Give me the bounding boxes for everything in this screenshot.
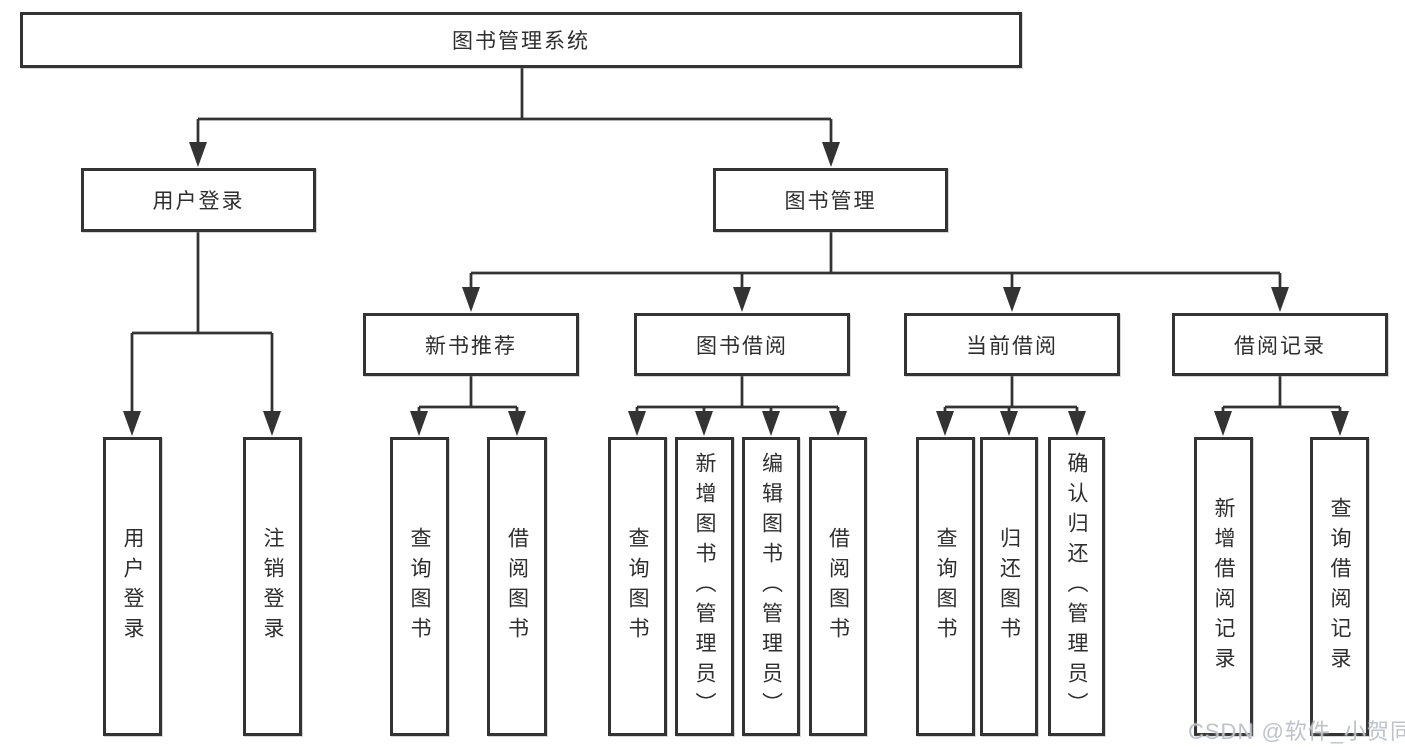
leaf-label: 借阅图书 bbox=[505, 526, 529, 647]
leaf-label: 新增图书（管理员） bbox=[693, 451, 716, 722]
leaf-label: 确认归还（管理员） bbox=[1065, 451, 1088, 722]
arrow-down-icon bbox=[189, 142, 207, 167]
leaf-borrow-books: 借阅图书 bbox=[809, 437, 867, 736]
leaf-label: 编辑图书（管理员） bbox=[759, 451, 783, 722]
leaf-label: 查询图书 bbox=[934, 526, 957, 647]
leaf-label: 查询图书 bbox=[626, 526, 649, 647]
arrow-down-icon bbox=[1000, 411, 1018, 436]
leaf-edit-books-admin: 编辑图书（管理员） bbox=[742, 437, 800, 736]
arrow-down-icon bbox=[263, 411, 281, 436]
leaf-user-login: 用户登录 bbox=[103, 437, 162, 736]
leaf-query-books-current: 查询图书 bbox=[916, 437, 975, 736]
leaf-return-books: 归还图书 bbox=[980, 437, 1038, 736]
leaf-query-books-recommend: 查询图书 bbox=[390, 437, 449, 736]
arrow-down-icon bbox=[1331, 411, 1349, 436]
arrow-down-icon bbox=[410, 411, 428, 436]
node-current-borrowing: 当前借阅 bbox=[904, 313, 1120, 376]
arrow-down-icon bbox=[822, 142, 840, 167]
connector-paths bbox=[130, 68, 1342, 412]
leaf-label: 借阅图书 bbox=[826, 526, 850, 647]
arrow-down-icon bbox=[695, 411, 713, 436]
leaf-label: 用户登录 bbox=[121, 526, 144, 647]
leaf-label: 注销登录 bbox=[261, 526, 284, 647]
leaf-label: 新增借阅记录 bbox=[1212, 496, 1235, 677]
arrow-down-icon bbox=[628, 411, 646, 436]
node-book-borrowing: 图书借阅 bbox=[634, 313, 850, 376]
arrow-down-icon bbox=[829, 411, 847, 436]
node-borrowing-records: 借阅记录 bbox=[1172, 313, 1388, 376]
leaf-logout: 注销登录 bbox=[243, 437, 302, 736]
arrow-down-icon bbox=[936, 411, 954, 436]
arrow-down-icon bbox=[1214, 411, 1232, 436]
leaf-label: 查询图书 bbox=[408, 526, 431, 647]
leaf-confirm-return-admin: 确认归还（管理员） bbox=[1048, 437, 1105, 736]
node-new-book-recommendation: 新书推荐 bbox=[363, 313, 579, 376]
watermark: CSDN @软件_小贺同学 bbox=[1188, 719, 1405, 744]
leaf-add-borrow-record: 新增借阅记录 bbox=[1194, 437, 1253, 736]
node-library-management-system: 图书管理系统 bbox=[20, 12, 1022, 68]
arrow-down-icon bbox=[1003, 287, 1021, 312]
leaf-query-books-borrow: 查询图书 bbox=[608, 437, 667, 736]
arrow-down-icon bbox=[1068, 411, 1086, 436]
arrow-down-icon bbox=[462, 287, 480, 312]
arrow-down-icon bbox=[508, 411, 526, 436]
node-book-management: 图书管理 bbox=[713, 168, 948, 232]
arrow-down-icon bbox=[762, 411, 780, 436]
leaf-label: 查询借阅记录 bbox=[1328, 496, 1351, 677]
leaf-query-borrow-record: 查询借阅记录 bbox=[1310, 437, 1369, 736]
leaf-add-books-admin: 新增图书（管理员） bbox=[675, 437, 734, 736]
arrow-down-icon bbox=[1271, 287, 1289, 312]
arrow-down-icon bbox=[733, 287, 751, 312]
leaf-borrow-books-recommend: 借阅图书 bbox=[487, 437, 547, 736]
connector-arrowheads bbox=[123, 142, 1349, 436]
leaf-label: 归还图书 bbox=[997, 526, 1021, 647]
arrow-down-icon bbox=[123, 411, 141, 436]
node-user-login: 用户登录 bbox=[81, 168, 316, 232]
